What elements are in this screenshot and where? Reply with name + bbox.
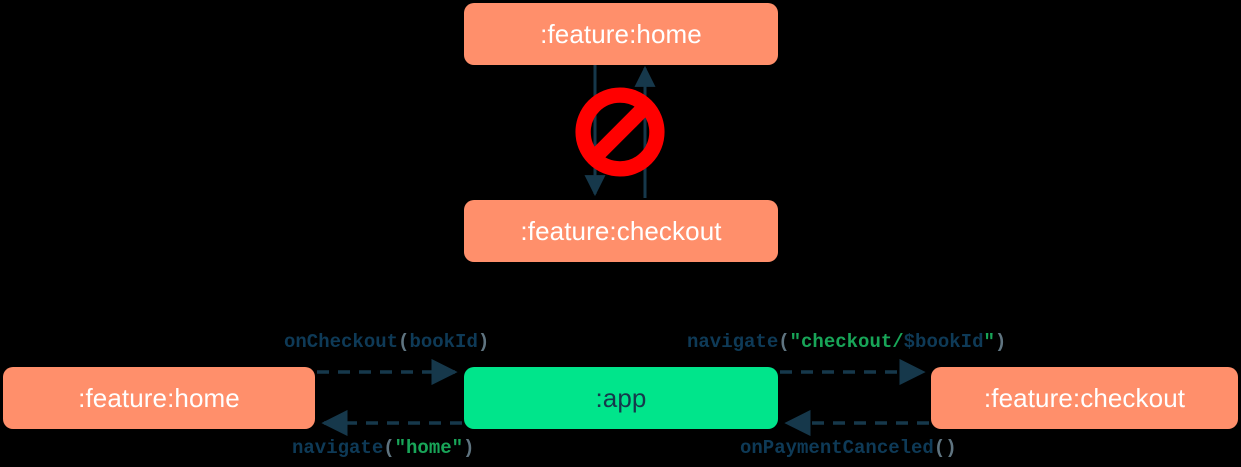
module-node-label: :feature:home bbox=[540, 18, 702, 49]
code-token-function: navigate bbox=[687, 331, 779, 353]
edge-label-on-checkout: onCheckout(bookId) bbox=[284, 331, 489, 353]
module-node-label: :feature:home bbox=[78, 382, 240, 413]
code-token-argument: bookId bbox=[409, 331, 478, 353]
code-token-close-paren: ) bbox=[463, 437, 475, 459]
edge-label-on-payment-canceled: onPaymentCanceled() bbox=[740, 437, 957, 459]
code-token-function: onCheckout bbox=[284, 331, 399, 353]
edge-label-navigate-home: navigate("home") bbox=[292, 437, 474, 459]
code-token-open-paren: ( bbox=[778, 331, 790, 353]
code-token-interpolation: $bookId bbox=[903, 331, 984, 353]
module-node-app[interactable]: :app bbox=[464, 367, 778, 429]
code-token-string: "home" bbox=[394, 437, 464, 459]
code-token-close-paren: ) bbox=[477, 331, 490, 353]
edge-label-navigate-checkout: navigate("checkout/$bookId") bbox=[687, 331, 1006, 353]
code-token-string-close: " bbox=[983, 331, 995, 353]
code-token-function: navigate bbox=[292, 437, 384, 459]
module-node-feature-home-bottom[interactable]: :feature:home bbox=[3, 367, 315, 429]
module-node-feature-home-top[interactable]: :feature:home bbox=[464, 3, 778, 65]
code-token-parens: () bbox=[933, 437, 957, 459]
module-node-label: :feature:checkout bbox=[983, 382, 1186, 413]
code-token-string-open: "checkout/ bbox=[789, 331, 904, 353]
code-token-close-paren: ) bbox=[994, 331, 1007, 353]
module-node-feature-checkout-top[interactable]: :feature:checkout bbox=[464, 200, 778, 262]
module-node-feature-checkout-bottom[interactable]: :feature:checkout bbox=[931, 367, 1238, 429]
code-token-open-paren: ( bbox=[398, 331, 410, 353]
module-node-label: :app bbox=[595, 382, 647, 413]
code-token-open-paren: ( bbox=[383, 437, 395, 459]
code-token-function: onPaymentCanceled bbox=[740, 437, 934, 459]
no-entry-icon bbox=[575, 87, 665, 177]
module-node-label: :feature:checkout bbox=[520, 215, 722, 246]
